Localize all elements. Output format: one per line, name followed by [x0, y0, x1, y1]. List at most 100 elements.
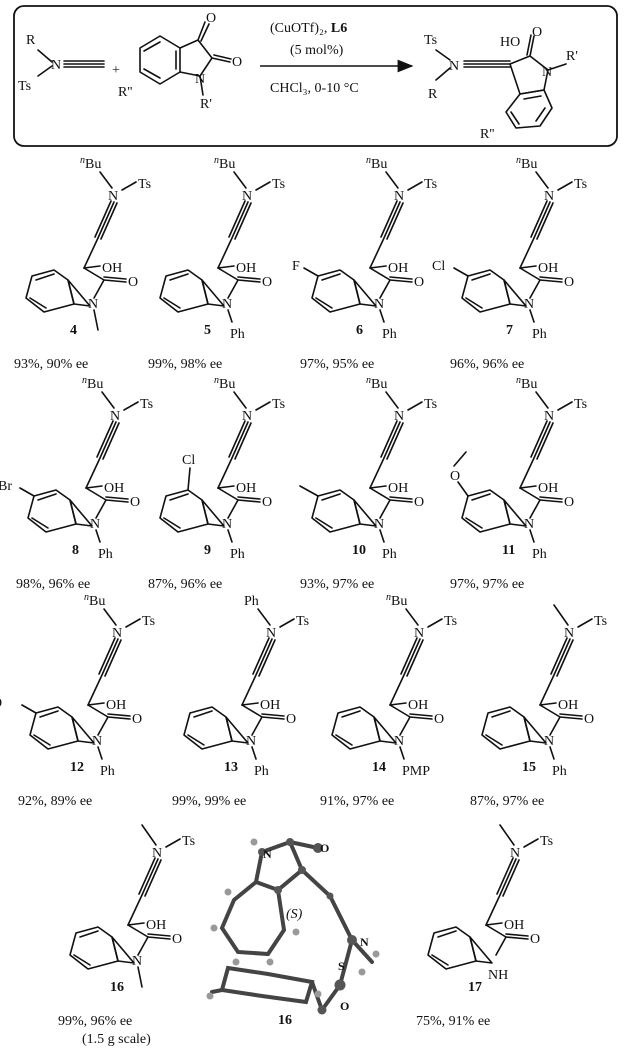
bond-path	[529, 529, 535, 543]
ring-sub-label: F	[292, 259, 300, 274]
bond-path	[523, 838, 539, 848]
bond-path	[499, 824, 515, 846]
bond-path	[95, 529, 101, 543]
scale-note: (1.5 g scale)	[82, 1032, 151, 1047]
bond-path	[303, 267, 319, 277]
yield-ee-label: 97%, 95% ee	[300, 357, 374, 372]
n-sub-label: Ph	[100, 764, 115, 779]
amine-n-label: N	[112, 626, 122, 641]
reactant-r-label: R	[26, 33, 36, 48]
nbu-label: nBu	[80, 155, 101, 172]
bond-path	[535, 391, 549, 409]
bond-path	[453, 451, 467, 467]
bond-path	[127, 922, 145, 926]
bond-path	[335, 710, 361, 746]
hydroxyl-label: OH	[102, 261, 122, 276]
amine-n-label: N	[266, 626, 276, 641]
indole-n-label: N	[374, 517, 384, 532]
nbu-label: nBu	[386, 592, 407, 609]
hydroxyl-label: OH	[538, 481, 558, 496]
n-sub-label: PMP	[402, 764, 430, 779]
bond-path	[123, 401, 139, 411]
bond-path	[69, 926, 119, 970]
bond-path	[461, 489, 511, 533]
ts-label: Ts	[182, 834, 195, 849]
n-sub-label: Ph	[254, 764, 269, 779]
product-ho-label: HO	[500, 35, 520, 50]
product-n2-label: N	[542, 65, 552, 80]
crystal-structure: N O N S O (S) 16	[206, 838, 380, 1028]
product-structure: Ts N R HO O N R' R''	[424, 25, 578, 142]
reaction-scheme-box: R N Ts + O O N R' R'' (CuOTf)₂, L6 (5 mo…	[13, 5, 618, 147]
amine-n-label: N	[544, 189, 554, 204]
yield-ee-label: 99%, 96% ee	[58, 1014, 132, 1029]
bond-path	[331, 706, 381, 750]
amine-n-label: N	[108, 189, 118, 204]
bond-path	[255, 401, 271, 411]
bond-path	[29, 706, 79, 750]
isatin-o1-label: O	[206, 11, 216, 26]
compound-number: 15	[522, 760, 536, 775]
ts-label: Ts	[296, 614, 309, 629]
hydroxyl-label: OH	[538, 261, 558, 276]
bond-path	[389, 702, 407, 706]
bond-path	[33, 710, 59, 746]
yield-ee-label: 98%, 96% ee	[16, 577, 90, 592]
bond-path	[237, 496, 261, 503]
bond-path	[461, 269, 511, 313]
bond-path	[379, 529, 385, 543]
bond-path	[127, 857, 162, 926]
compound-number: 8	[72, 543, 79, 558]
bond-path	[457, 481, 469, 497]
reactant-ynamide: R N Ts	[18, 33, 105, 94]
bond-path	[539, 702, 557, 706]
bond-path	[159, 269, 209, 313]
yield-ee-label: 91%, 97% ee	[320, 794, 394, 809]
bond-path	[27, 489, 77, 533]
nbu-label: nBu	[516, 375, 537, 392]
bond-path	[519, 420, 554, 489]
compound-number: 11	[502, 543, 515, 558]
bond-path	[407, 401, 423, 411]
carbonyl-o-label: O	[564, 495, 574, 510]
n-sub-label: Ph	[98, 547, 113, 562]
bond-path	[187, 467, 191, 491]
bond-path	[465, 493, 491, 529]
product-n-label: N	[449, 59, 459, 74]
yield-ee-label: 99%, 98% ee	[148, 357, 222, 372]
bond-path	[227, 529, 233, 543]
yield-ee-label: 75%, 91% ee	[416, 1014, 490, 1029]
bond-path	[103, 276, 127, 283]
ring-sub-label: F₃CO	[0, 696, 2, 711]
bond-path	[557, 401, 573, 411]
product-r2-label: R''	[480, 127, 494, 142]
yield-ee-label: 87%, 97% ee	[470, 794, 544, 809]
bond-path	[505, 933, 529, 940]
amine-n-label: N	[242, 189, 252, 204]
bond-path	[485, 857, 520, 926]
bond-path	[539, 637, 574, 706]
bond-path	[105, 496, 129, 503]
ts-label: Ts	[142, 614, 155, 629]
bond-path	[257, 608, 271, 626]
bond-path	[369, 420, 404, 489]
bond-path	[241, 637, 276, 706]
bond-path	[97, 746, 103, 760]
indole-n-label: N	[90, 517, 100, 532]
n-sub-label: Ph	[230, 327, 245, 342]
bond-path	[237, 276, 261, 283]
plus-sign: +	[112, 63, 120, 78]
carbonyl-o-label: O	[128, 275, 138, 290]
crystal-o-label-2: O	[340, 999, 349, 1013]
ts-label: Ts	[540, 834, 553, 849]
hydroxyl-label: OH	[558, 698, 578, 713]
nbu-label: nBu	[366, 155, 387, 172]
bond-path	[379, 309, 385, 323]
product-ts-label: Ts	[424, 33, 437, 48]
